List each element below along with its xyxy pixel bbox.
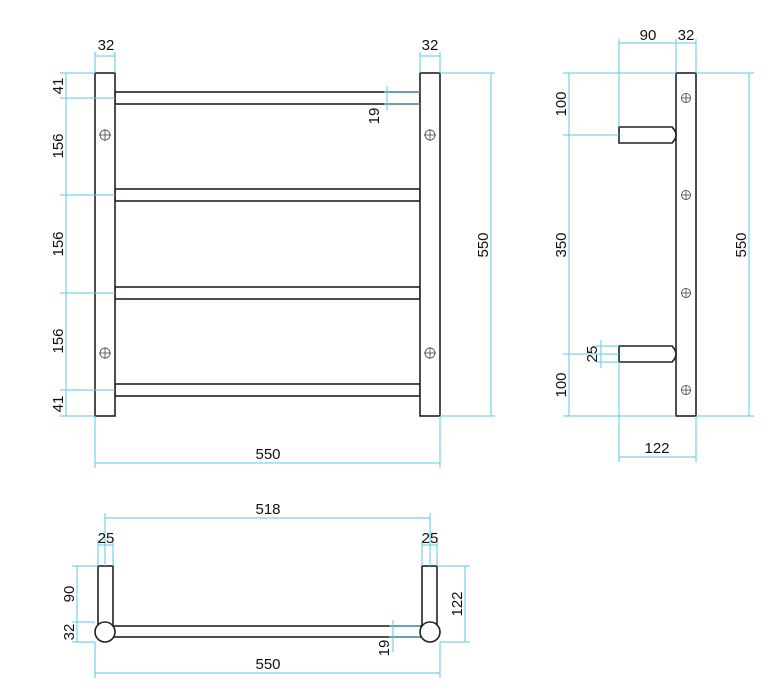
dim-label: 350 [553,232,570,257]
dim-label: 100 [553,91,570,116]
dim-label: 25 [98,530,115,547]
dim-top-total-depth: 122 [437,565,470,643]
right-arm [421,565,438,627]
dim-total-width: 550 [94,416,441,468]
left-post [94,72,116,417]
dim-label: 41 [50,78,67,95]
rail-3 [114,286,421,300]
dim-label: 100 [553,372,570,397]
fixing-hole-icon [99,129,111,141]
dim-label: 550 [733,232,750,257]
dim-top-right-width: 32 [419,37,441,73]
dim-label: 156 [50,133,67,158]
fixing-hole-icon [681,190,691,200]
dim-inner-width: 518 [104,501,431,566]
dim-top-left-width: 32 [94,37,116,73]
left-arm [97,565,114,627]
dim-top-left-bar: 25 [97,530,115,566]
front-view: 32 32 41 156 156 156 41 19 [50,37,495,468]
side-view: 90 32 100 350 100 25 550 [553,27,754,462]
fixing-hole-icon [99,347,111,359]
left-post-circle [94,621,116,643]
dim-label: 19 [376,640,393,657]
dim-label: 550 [255,656,280,673]
fixing-hole-icon [424,129,436,141]
dim-bar-diameter: 19 [366,86,420,124]
top-rail [104,625,431,638]
dim-top-right-bar: 25 [421,530,439,566]
dim-side-total-depth: 122 [618,362,697,462]
dim-top-rail-diameter: 19 [376,620,420,656]
dim-left-chain: 41 156 156 156 41 [50,72,115,417]
side-bar-bottom [618,345,677,363]
dim-label: 41 [50,396,67,413]
dim-label: 32 [678,27,695,44]
right-post [419,72,441,417]
fixing-hole-icon [681,93,691,103]
right-post-circle [419,621,441,643]
dim-label: 156 [50,231,67,256]
fixing-hole-icon [424,347,436,359]
fixing-hole-icon [681,288,691,298]
rail-2 [114,188,421,202]
dim-label: 25 [584,346,601,363]
dim-side-bar-diameter: 25 [584,340,619,368]
dim-total-height: 550 [440,72,495,417]
dim-label: 32 [61,624,78,641]
rail-4 [114,383,421,397]
dim-side-left-chain: 100 350 100 [553,72,676,417]
dim-top-left-chain: 90 32 [61,565,98,643]
dim-projection: 90 32 [618,27,697,127]
dim-label: 122 [644,440,669,457]
fixing-hole-icon [681,385,691,395]
dim-label: 550 [255,446,280,463]
dim-label: 122 [449,591,466,616]
side-post [675,72,697,417]
dim-label: 32 [98,37,115,54]
dim-label: 19 [366,108,383,125]
dim-label: 32 [422,37,439,54]
dim-label: 550 [475,232,492,257]
dim-label: 518 [255,501,280,518]
rail-1 [114,91,421,105]
dim-label: 90 [61,586,78,603]
side-bar-top [618,126,677,144]
dim-side-total-height: 550 [696,72,754,417]
dim-top-total-width: 550 [94,642,441,678]
dim-label: 90 [640,27,657,44]
top-view: 518 25 25 90 32 122 [61,501,470,678]
dim-label: 25 [422,530,439,547]
dim-label: 156 [50,328,67,353]
